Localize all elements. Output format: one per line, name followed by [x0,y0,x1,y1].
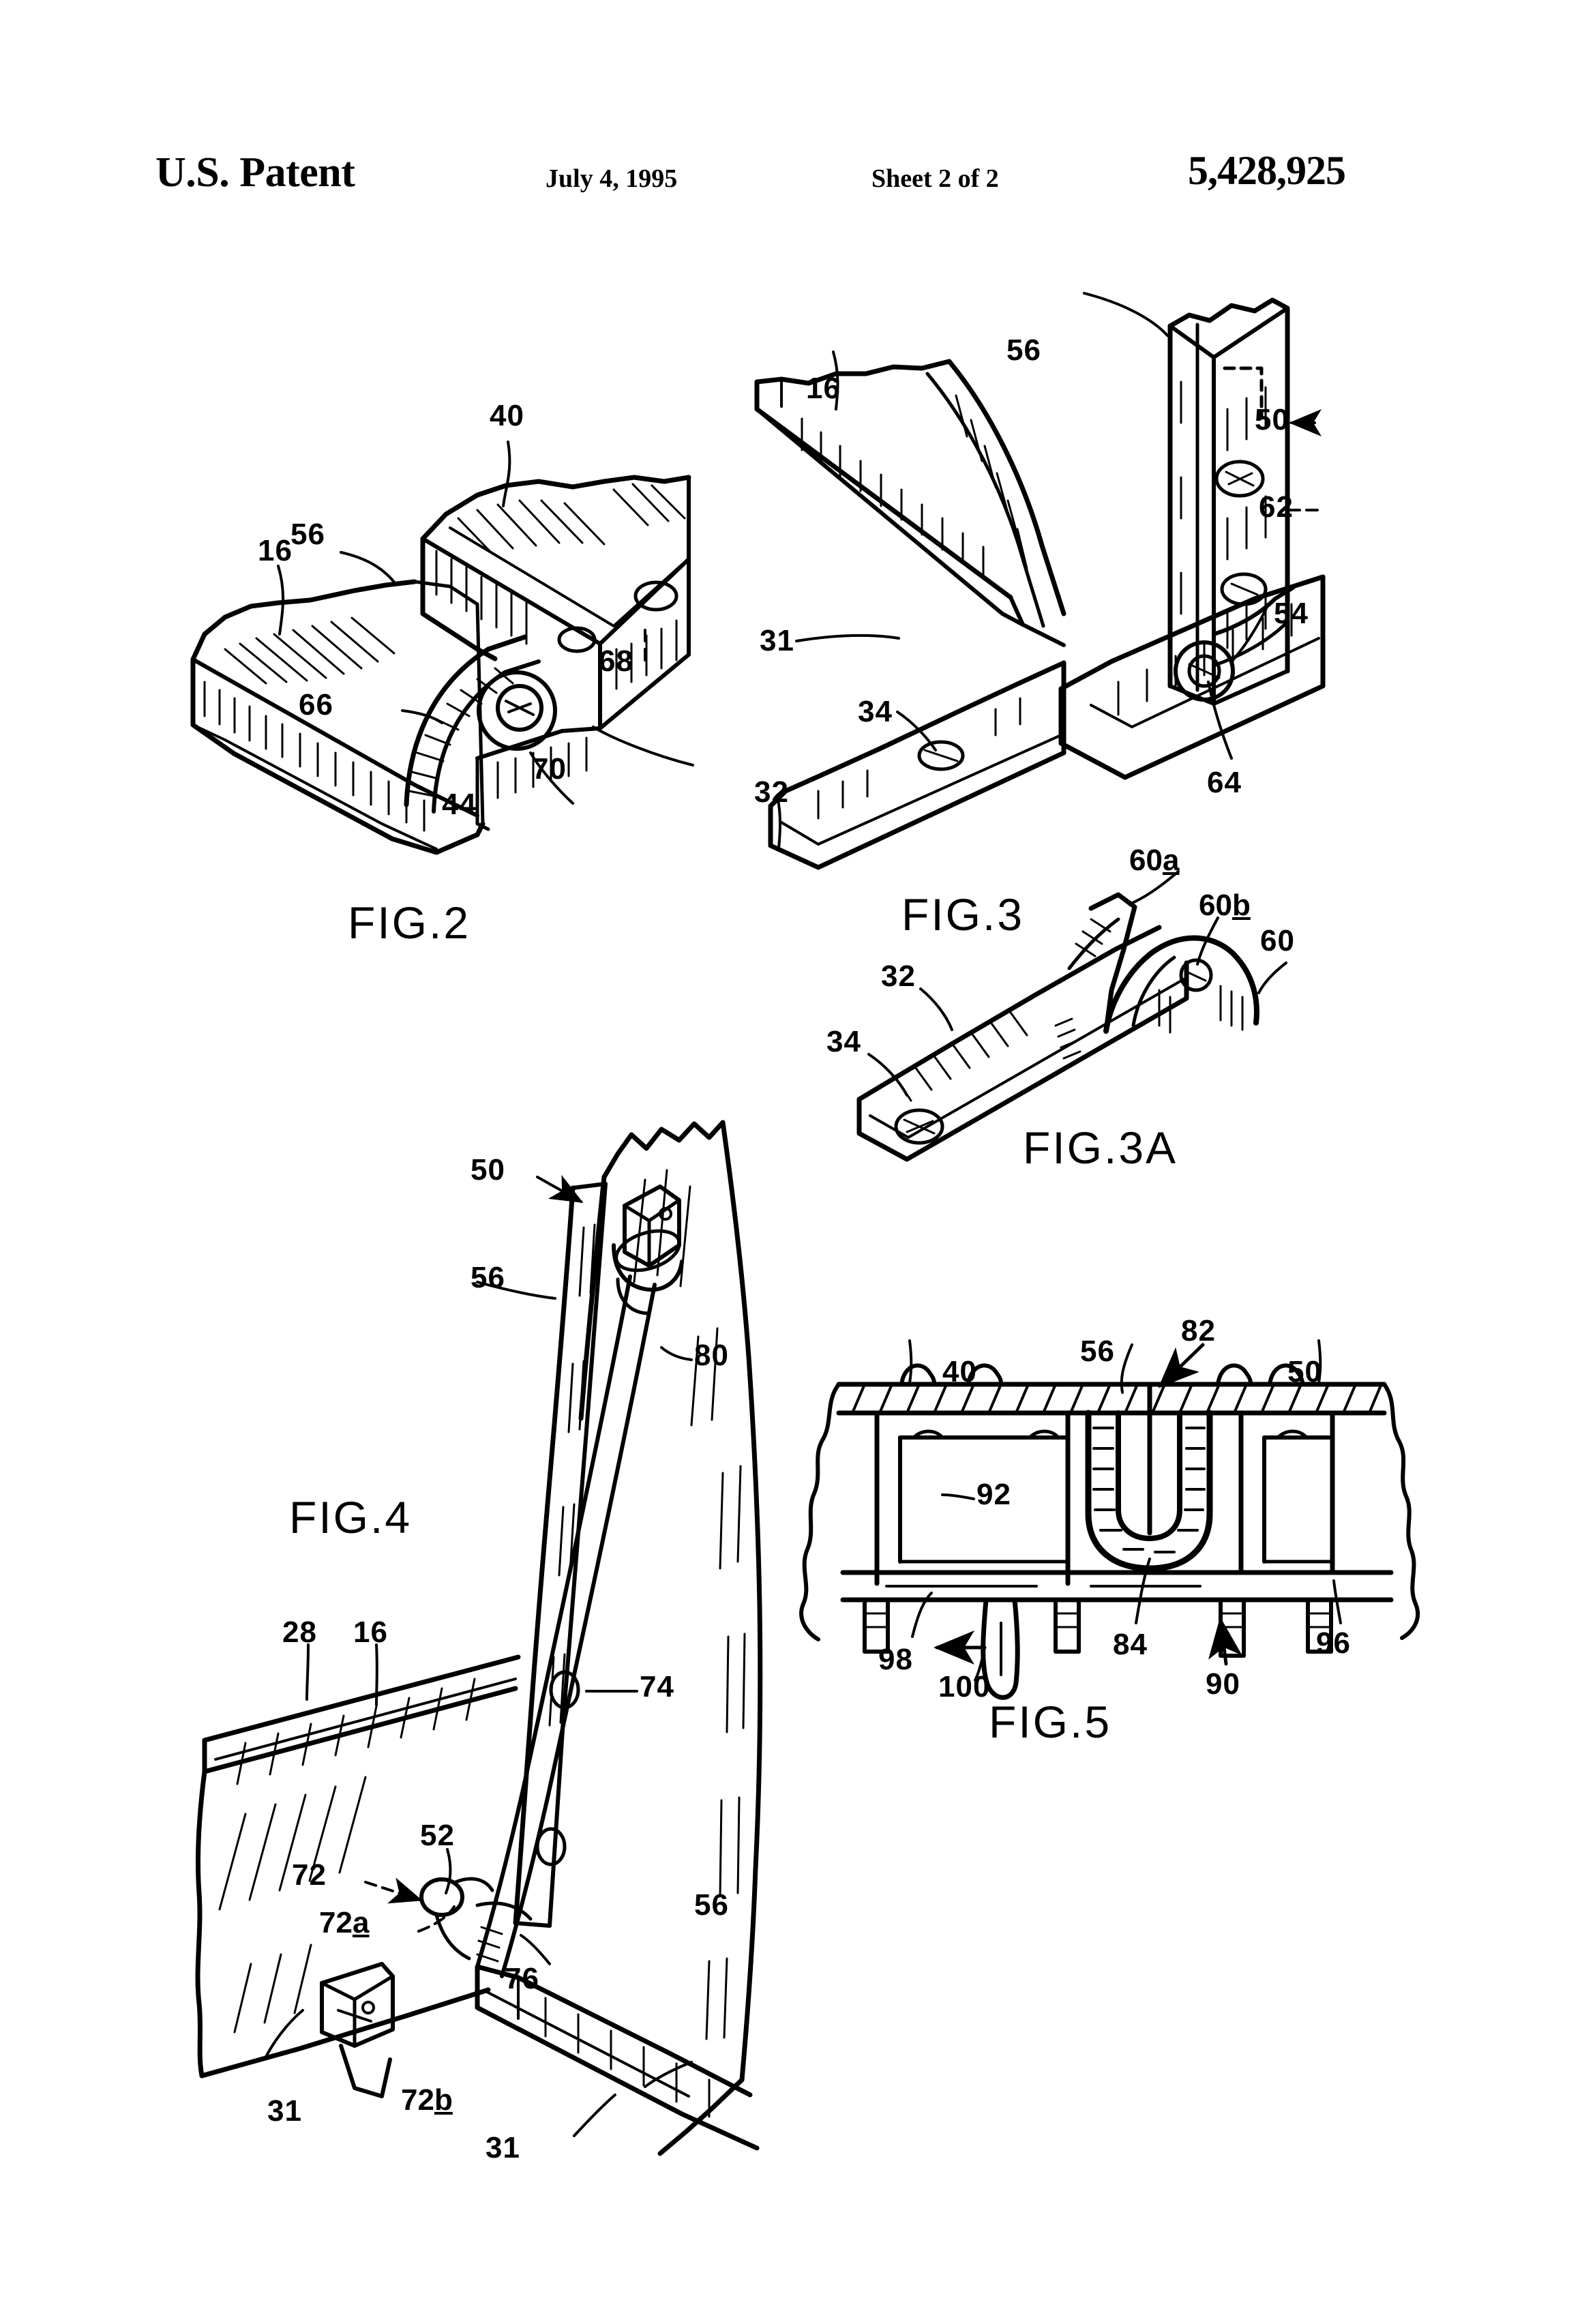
ref-label-31-fig4-bottom: 31 [486,2131,520,2164]
ref-label-96-fig5: 96 [1316,1626,1351,1660]
figure-caption-fig3a: FIG.3A [1023,1122,1178,1173]
ref-label-68-fig2: 68 [599,644,633,678]
ref-label-100-fig5: 100 [938,1670,991,1703]
ref-label-16-fig3: 16 [806,372,841,405]
ref-label-82-fig5: 82 [1181,1314,1216,1347]
ref-label-60-fig3a: 60 [1260,924,1295,957]
sheet-number: Sheet 2 of 2 [871,164,999,193]
ref-label-56-fig4-right: 56 [694,1888,729,1922]
patent-date: July 4, 1995 [546,164,678,193]
patent-number: 5,428,925 [1188,148,1346,193]
figure-caption-fig5: FIG.5 [989,1697,1112,1747]
patent-office-label: U.S. Patent [155,149,355,196]
ref-label-50-fig3: 50 [1255,403,1289,436]
ref-label-72-fig4: 72 [292,1858,327,1892]
ref-label-32-fig3a: 32 [881,959,916,993]
fig4-illustration [195,1120,763,2156]
ref-label-72a-fig4: 72a [319,1906,370,1939]
ref-label-32-fig3: 32 [754,775,789,809]
ref-label-28-fig4: 28 [282,1615,317,1649]
ref-label-62-fig3: 62 [1259,490,1294,524]
ref-label-16-fig4: 16 [353,1615,388,1649]
fig2-illustration [190,441,694,855]
ref-label-31-fig3: 31 [760,624,794,657]
ref-label-80-fig4: 80 [694,1339,729,1372]
fig5-illustration [799,1339,1420,1700]
ref-label-76-fig4: 76 [505,1962,539,1995]
ref-label-54-fig3: 54 [1274,597,1309,630]
ref-label-31-fig4-left: 31 [267,2094,302,2128]
figure-caption-fig2: FIG.2 [348,897,471,948]
ref-label-56-fig4-top: 56 [471,1261,505,1294]
ref-label-40-fig5: 40 [942,1355,977,1388]
ref-label-64-fig3: 64 [1207,766,1242,799]
ref-label-60b-fig3a: 60b [1199,889,1251,922]
ref-label-84-fig5: 84 [1113,1628,1148,1661]
ref-label-92-fig5: 92 [976,1478,1011,1511]
patent-header: U.S. Patent July 4, 1995 Sheet 2 of 2 5,… [0,148,1582,210]
fig3-illustration [754,292,1326,870]
ref-label-90-fig5: 90 [1206,1667,1240,1701]
ref-label-74-fig4: 74 [640,1670,674,1703]
ref-label-50-fig4: 50 [471,1153,505,1187]
ref-label-16-fig2: 16 [258,534,293,567]
ref-label-34-fig3: 34 [858,695,893,728]
ref-label-66-fig2: 66 [299,688,333,721]
ref-label-56-fig5: 56 [1080,1335,1115,1368]
fig3a-illustration [856,870,1287,1162]
ref-label-98-fig5: 98 [878,1643,913,1676]
ref-label-40-fig2: 40 [490,399,524,432]
figure-caption-fig4: FIG.4 [289,1492,413,1543]
ref-label-50-fig5: 50 [1287,1355,1322,1388]
ref-label-56-fig3: 56 [1006,333,1041,367]
figure-caption-fig3: FIG.3 [901,889,1025,940]
ref-label-52-fig4: 52 [420,1819,455,1852]
ref-label-56-fig2: 56 [290,518,325,551]
ref-label-34-fig3a: 34 [826,1025,861,1058]
ref-label-72b-fig4: 72b [401,2083,453,2117]
ref-label-60a-fig3a: 60a [1129,844,1180,877]
ref-label-44-fig2: 44 [442,788,477,821]
ref-label-70-fig2: 70 [532,752,567,786]
